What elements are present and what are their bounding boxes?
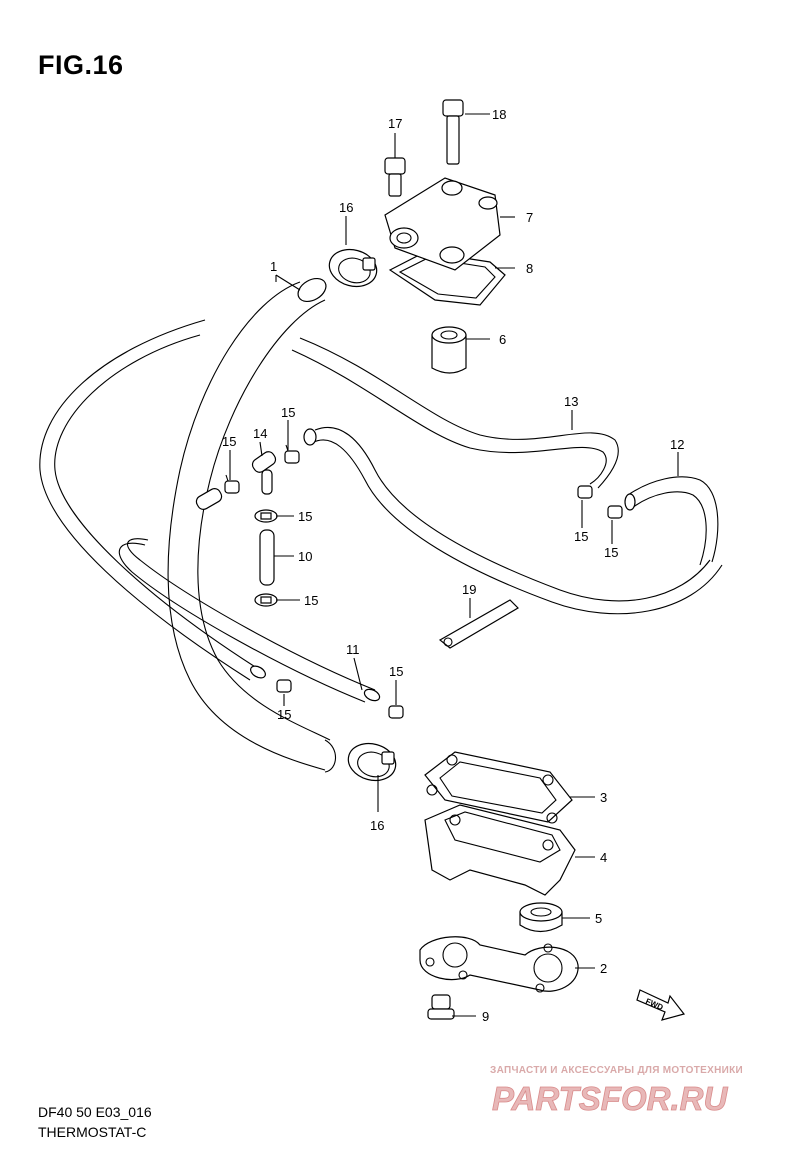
callout-12: 12	[670, 437, 684, 452]
hose-11	[39, 319, 381, 703]
model-code: DF40 50 E03_016	[38, 1104, 152, 1120]
callout-labels: 1 17 18 16 7 8 6 13 12 15 15 14 15 10 15…	[222, 107, 684, 1024]
callout-5: 5	[595, 911, 602, 926]
pipe-14	[195, 451, 277, 510]
callout-11: 11	[346, 642, 360, 657]
watermark-slogan: ЗАПЧАСТИ И АКСЕССУАРЫ ДЛЯ МОТОТЕХНИКИ	[490, 1065, 743, 1076]
callout-8: 8	[526, 261, 533, 276]
hose-1	[167, 277, 337, 773]
callout-6: 6	[499, 332, 506, 347]
seal-5	[519, 902, 563, 933]
callout-15: 15	[304, 593, 318, 608]
clamps-16	[328, 248, 397, 782]
callout-7: 7	[526, 210, 533, 225]
bolt-17	[384, 157, 406, 197]
thermostat-6	[431, 326, 467, 374]
bolt-18	[442, 99, 464, 165]
callout-15: 15	[604, 545, 618, 560]
watermark-logo: PARTSFOR.RU	[492, 1080, 729, 1118]
gasket-3	[424, 751, 573, 824]
fwd-label: FWD	[644, 997, 665, 1013]
pipe-10	[259, 529, 275, 586]
callout-15: 15	[277, 707, 291, 722]
callout-15: 15	[389, 664, 403, 679]
gasket-2	[419, 936, 579, 993]
hose-13	[291, 337, 723, 615]
callout-19: 19	[462, 582, 476, 597]
diagram-name: THERMOSTAT-C	[38, 1124, 147, 1140]
callout-15: 15	[298, 509, 312, 524]
callout-15: 15	[222, 434, 236, 449]
clamps-15	[224, 444, 623, 719]
hose-12	[624, 476, 719, 566]
callout-10: 10	[298, 549, 312, 564]
thermostat-cover-7	[384, 177, 501, 271]
leader-lines	[229, 113, 679, 1017]
callout-16: 16	[339, 200, 353, 215]
callout-4: 4	[600, 850, 607, 865]
callout-17: 17	[388, 116, 402, 131]
callout-15: 15	[281, 405, 295, 420]
fwd-arrow-icon: FWD	[636, 989, 686, 1021]
callout-1: 1	[270, 259, 277, 274]
callout-13: 13	[564, 394, 578, 409]
callout-9: 9	[482, 1009, 489, 1024]
callout-3: 3	[600, 790, 607, 805]
callout-18: 18	[492, 107, 506, 122]
callout-2: 2	[600, 961, 607, 976]
strap-19	[438, 599, 519, 649]
callout-16: 16	[370, 818, 384, 833]
callout-15: 15	[574, 529, 588, 544]
figure-title: FIG.16	[38, 50, 124, 80]
bolt-9	[427, 994, 455, 1020]
callout-14: 14	[253, 426, 267, 441]
housing-4	[424, 804, 576, 896]
watermark-logo-text: PARTSFOR.RU	[492, 1080, 728, 1117]
